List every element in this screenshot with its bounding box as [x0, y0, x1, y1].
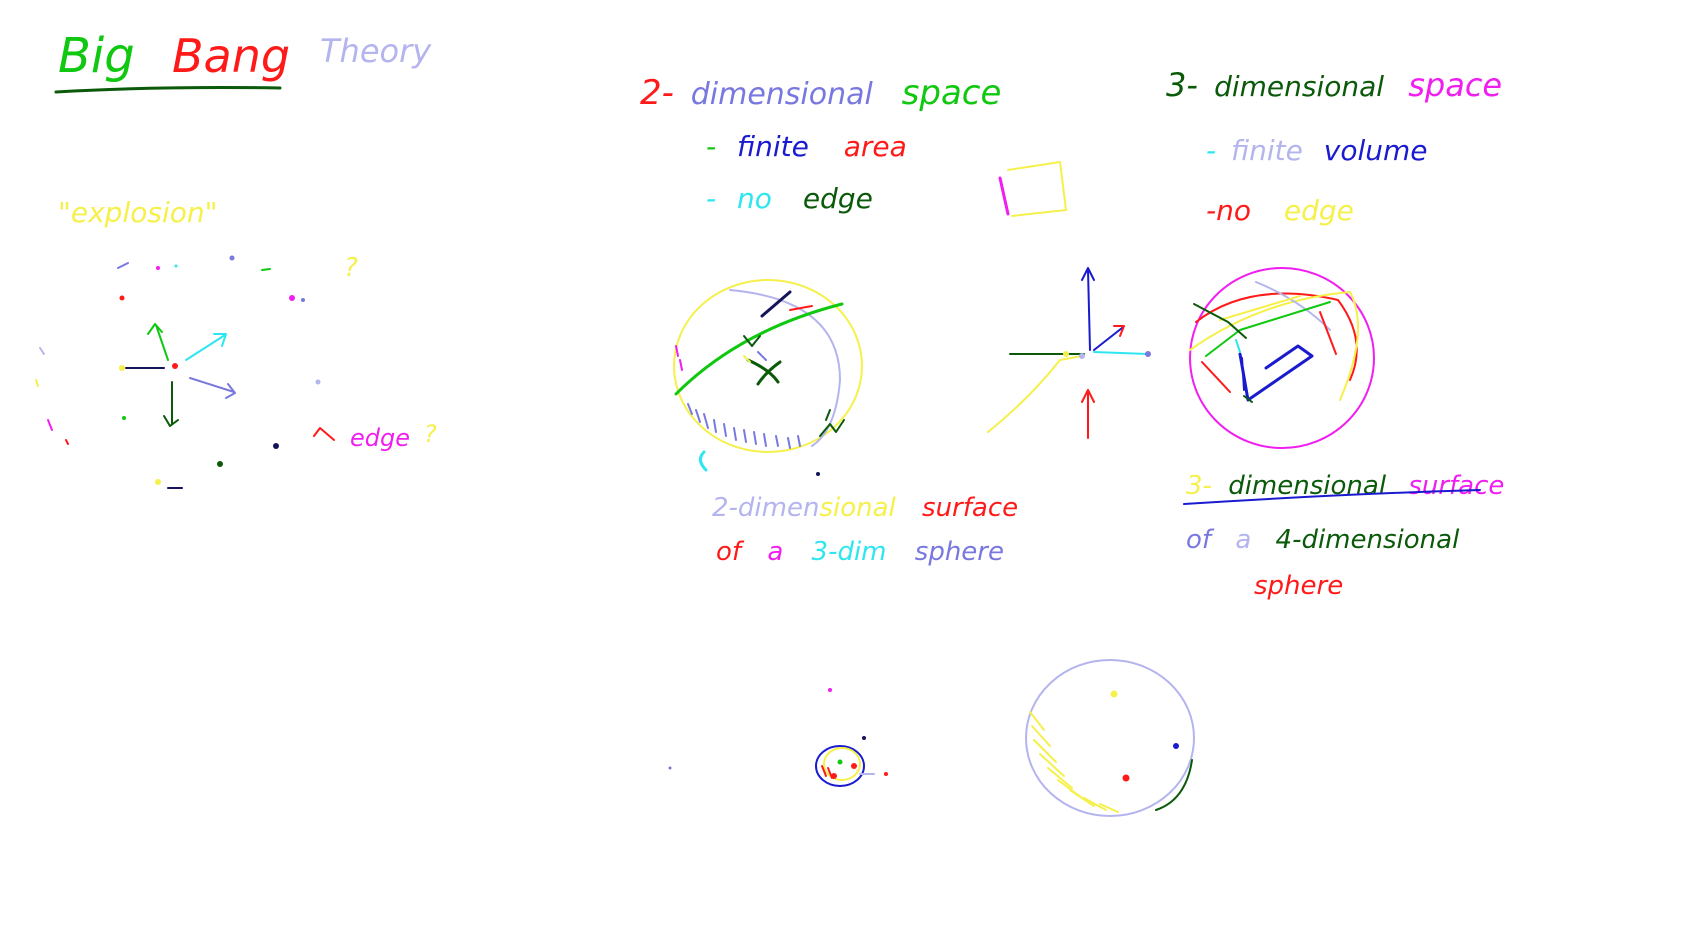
three-dim-section: 3- dimensional space - finite volume -no… [1166, 66, 1504, 601]
explosion-question-mark: ? [344, 253, 358, 283]
three-dim-caption-underline [1183, 489, 1481, 505]
title-word-theory: Theory [320, 32, 432, 70]
edge-question-mark: ? [424, 420, 437, 448]
axis-up [1081, 267, 1095, 351]
three-dim-item-no-edge: -no edge [1206, 194, 1354, 227]
two-dim-caption-line1: 2-dimensional surface [712, 493, 1018, 523]
three-dim-sphere [1189, 267, 1375, 449]
bottom-spheres [668, 659, 1195, 817]
three-dim-caption-line2: of a 4-dimensional [1186, 525, 1460, 555]
arrow-down [163, 381, 179, 427]
axis-curve [987, 355, 1083, 433]
two-dim-item-no-edge: - no edge [706, 182, 873, 215]
axis-down [1081, 389, 1095, 439]
three-dim-heading: 3- dimensional space [1166, 66, 1502, 104]
sphere-shading [687, 403, 801, 449]
large-sphere [1025, 659, 1195, 817]
three-dim-caption-line3: sphere [1254, 571, 1343, 601]
three-dim-item-finite: - finite volume [1206, 134, 1427, 167]
axis-diagonal [1093, 327, 1123, 351]
three-dim-caption-line1: 3- dimensional surface [1186, 471, 1504, 501]
two-dim-caption-line2: of a 3-dim sphere [716, 537, 1004, 567]
two-dim-sphere [673, 279, 863, 476]
small-sphere [815, 745, 888, 787]
axis-right [1093, 351, 1149, 355]
large-sphere-shading [1029, 711, 1119, 813]
two-dim-heading-num: 2- [640, 73, 674, 113]
title-word-big: Big [58, 28, 135, 84]
title-underline [54, 86, 282, 94]
three-dim-heading-num: 3- [1166, 66, 1198, 104]
two-dim-section: 2- dimensional space - finite area - no … [640, 73, 1067, 567]
edge-label: edge [350, 424, 410, 452]
two-dim-item-finite: - finite area [706, 130, 907, 163]
explosion-section: "explosion" ? [35, 196, 437, 489]
three-dim-heading-end: space [1408, 66, 1502, 104]
two-dim-heading-mid: dimensional [691, 77, 874, 112]
arrow-up-right [185, 333, 227, 361]
two-dim-heading-end: space [902, 73, 1002, 113]
edge-annotation: edge ? [313, 420, 437, 452]
axes-sketch [987, 267, 1151, 439]
title-group: Big Bang Theory [54, 28, 432, 94]
two-dim-heading: 2- dimensional space [640, 73, 1001, 113]
explosion-label: "explosion" [58, 196, 217, 229]
explosion-center-arrows [119, 323, 236, 427]
three-dim-heading-mid: dimensional [1214, 70, 1384, 103]
flat-square-sketch [998, 161, 1067, 217]
arrow-down-right [189, 377, 236, 399]
arrow-up-left [147, 323, 169, 361]
title-word-bang: Bang [172, 29, 290, 83]
explosion-particles [35, 255, 321, 489]
